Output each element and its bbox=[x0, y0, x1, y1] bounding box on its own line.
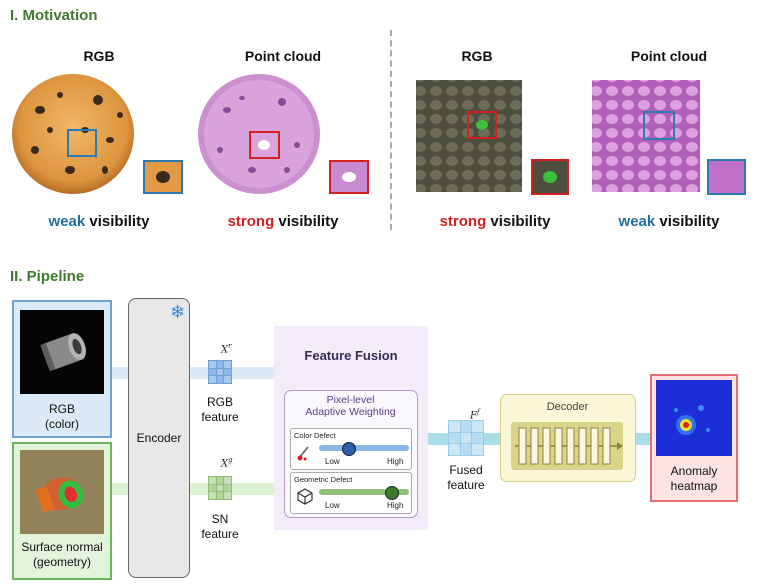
color-slider[interactable] bbox=[319, 442, 409, 456]
feature-fusion-title: Feature Fusion bbox=[304, 348, 398, 363]
anomaly-label: Anomaly heatmap bbox=[670, 464, 718, 493]
encoder-box: Encoder bbox=[128, 298, 190, 578]
header-rgb-cookie: RGB bbox=[83, 48, 115, 64]
geo-high-label: High bbox=[387, 501, 404, 510]
cookie-rgb-image bbox=[12, 74, 183, 194]
gear-part-icon bbox=[40, 333, 86, 372]
decoder-layers bbox=[511, 422, 623, 470]
color-slider-knob[interactable] bbox=[342, 442, 357, 456]
anomaly-box: Anomaly heatmap bbox=[650, 374, 738, 502]
geo-low-label: Low bbox=[325, 501, 340, 510]
xg-label: Xg bbox=[221, 456, 233, 470]
foam-pointcloud-image bbox=[592, 80, 746, 195]
normal-map-icon bbox=[20, 450, 104, 534]
vis-label-4: weak visibility bbox=[618, 213, 720, 230]
geometric-defect-label: Geometric Defect bbox=[294, 475, 353, 484]
fused-feature-grid bbox=[448, 420, 484, 456]
cookie-pointcloud-image bbox=[198, 74, 369, 194]
header-pc-cookie: Point cloud bbox=[244, 48, 322, 64]
cube-icon bbox=[296, 487, 314, 505]
anomaly-heatmap-image bbox=[656, 380, 732, 456]
rgb-feature-label: RGB feature bbox=[201, 395, 239, 424]
geometric-slider-knob[interactable] bbox=[385, 486, 400, 500]
geometric-defect-panel: Geometric Defect Low High bbox=[290, 472, 412, 514]
fused-feature-label: Fused feature bbox=[447, 463, 485, 492]
color-defect-panel: Color Defect Low High bbox=[290, 428, 412, 470]
feature-fusion-box: Feature Fusion Pixel-level Adaptive Weig… bbox=[274, 326, 428, 530]
rgb-input-image bbox=[20, 310, 104, 394]
rgb-feature-grid bbox=[208, 360, 232, 384]
header-rgb-foam: RGB bbox=[461, 48, 493, 64]
rgb-input-box: RGB (color) bbox=[12, 300, 112, 438]
rgb-input-label: RGB (color) bbox=[44, 402, 79, 431]
color-defect-label: Color Defect bbox=[294, 431, 336, 440]
header-pc-foam: Point cloud bbox=[630, 48, 708, 64]
sn-input-label: Surface normal (geometry) bbox=[21, 540, 103, 569]
vis-label-3: strong visibility bbox=[439, 213, 551, 230]
decoder-box: Decoder bbox=[500, 394, 636, 482]
decoder-label: Decoder bbox=[546, 401, 589, 413]
sn-feature-label: SN feature bbox=[201, 512, 239, 541]
encoder-label: Encoder bbox=[136, 431, 182, 445]
foam-rgb-image bbox=[416, 80, 569, 195]
adaptive-weighting-box: Pixel-level Adaptive Weighting Color Def… bbox=[284, 390, 418, 518]
xr-label: Xr bbox=[221, 342, 232, 356]
section-divider bbox=[390, 30, 392, 230]
sn-input-box: Surface normal (geometry) bbox=[12, 442, 112, 580]
pipeline-title: II. Pipeline bbox=[10, 268, 85, 285]
sn-input-image bbox=[20, 450, 104, 534]
motivation-title: I. Motivation bbox=[10, 7, 98, 24]
paintbrush-icon bbox=[296, 443, 314, 461]
color-high-label: High bbox=[387, 457, 404, 466]
ff-label: Ff bbox=[470, 408, 480, 422]
sn-feature-grid bbox=[208, 476, 232, 500]
color-low-label: Low bbox=[325, 457, 340, 466]
geometric-slider[interactable] bbox=[319, 486, 409, 500]
decoder-layer-stack bbox=[515, 427, 623, 465]
snowflake-icon: ❄ bbox=[170, 302, 186, 323]
vis-label-2: strong visibility bbox=[227, 213, 339, 230]
adaptive-weighting-title: Pixel-level Adaptive Weighting bbox=[305, 394, 396, 418]
vis-label-1: weak visibility bbox=[48, 213, 150, 230]
